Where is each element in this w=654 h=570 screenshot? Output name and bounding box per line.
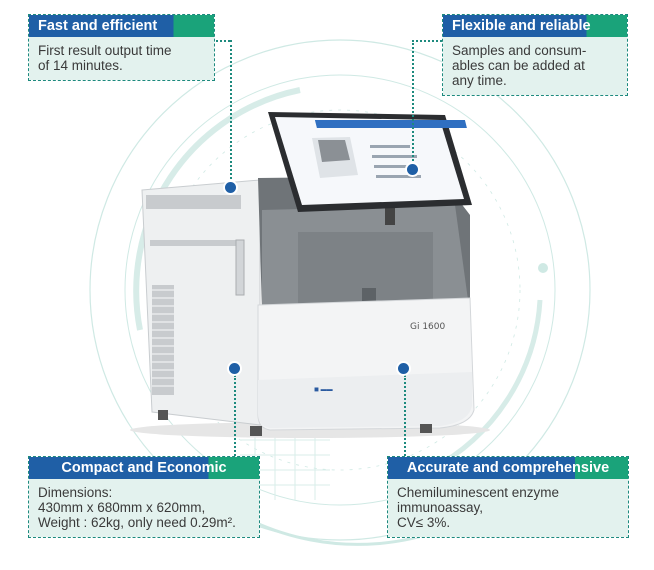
- model-label: Gi 1600: [410, 322, 446, 332]
- leader-accurate: [404, 375, 406, 456]
- callout-body: First result output time of 14 minutes.: [29, 37, 214, 80]
- callout-body: Dimensions: 430mm x 680mm x 620mm, Weigh…: [29, 479, 259, 537]
- leader-flex: [412, 40, 442, 42]
- leader-fast: [213, 40, 230, 42]
- callout-line: of 14 minutes.: [38, 58, 123, 73]
- leader-flex-vertical: [412, 40, 414, 168]
- callout-flexible-reliable: Flexible and reliable Samples and consum…: [442, 14, 628, 96]
- callout-title: Fast and efficient: [29, 15, 214, 37]
- marker-dot-compact: [229, 363, 240, 374]
- brand-logo: ◼ ▬▬: [314, 387, 333, 393]
- callout-title: Flexible and reliable: [443, 15, 627, 37]
- marker-dot-accurate: [398, 363, 409, 374]
- callout-title: Accurate and comprehensive: [388, 457, 628, 479]
- callout-line: any time.: [452, 73, 507, 88]
- marker-dot-fast: [225, 182, 236, 193]
- leader-compact: [234, 375, 236, 456]
- callout-line: Samples and consum-: [452, 43, 587, 58]
- leader-fast-vertical: [230, 40, 232, 187]
- callout-line: immunoassay,: [397, 500, 484, 515]
- callout-line: ables can be added at: [452, 58, 585, 73]
- callout-compact-economic: Compact and Economic Dimensions: 430mm x…: [28, 456, 260, 538]
- callout-line: Dimensions:: [38, 485, 113, 500]
- callout-line: CV≤ 3%.: [397, 515, 451, 530]
- callout-line: First result output time: [38, 43, 172, 58]
- callout-line: Weight : 62kg, only need 0.29m².: [38, 515, 236, 530]
- callout-body: Samples and consum- ables can be added a…: [443, 37, 627, 95]
- marker-dot-flex: [407, 164, 418, 175]
- callout-accurate-comprehensive: Accurate and comprehensive Chemiluminesc…: [387, 456, 629, 538]
- callout-body: Chemiluminescent enzyme immunoassay, CV≤…: [388, 479, 628, 537]
- callout-title: Compact and Economic: [29, 457, 259, 479]
- callout-line: 430mm x 680mm x 620mm,: [38, 500, 206, 515]
- callout-line: Chemiluminescent enzyme: [397, 485, 560, 500]
- callout-fast-efficient: Fast and efficient First result output t…: [28, 14, 215, 81]
